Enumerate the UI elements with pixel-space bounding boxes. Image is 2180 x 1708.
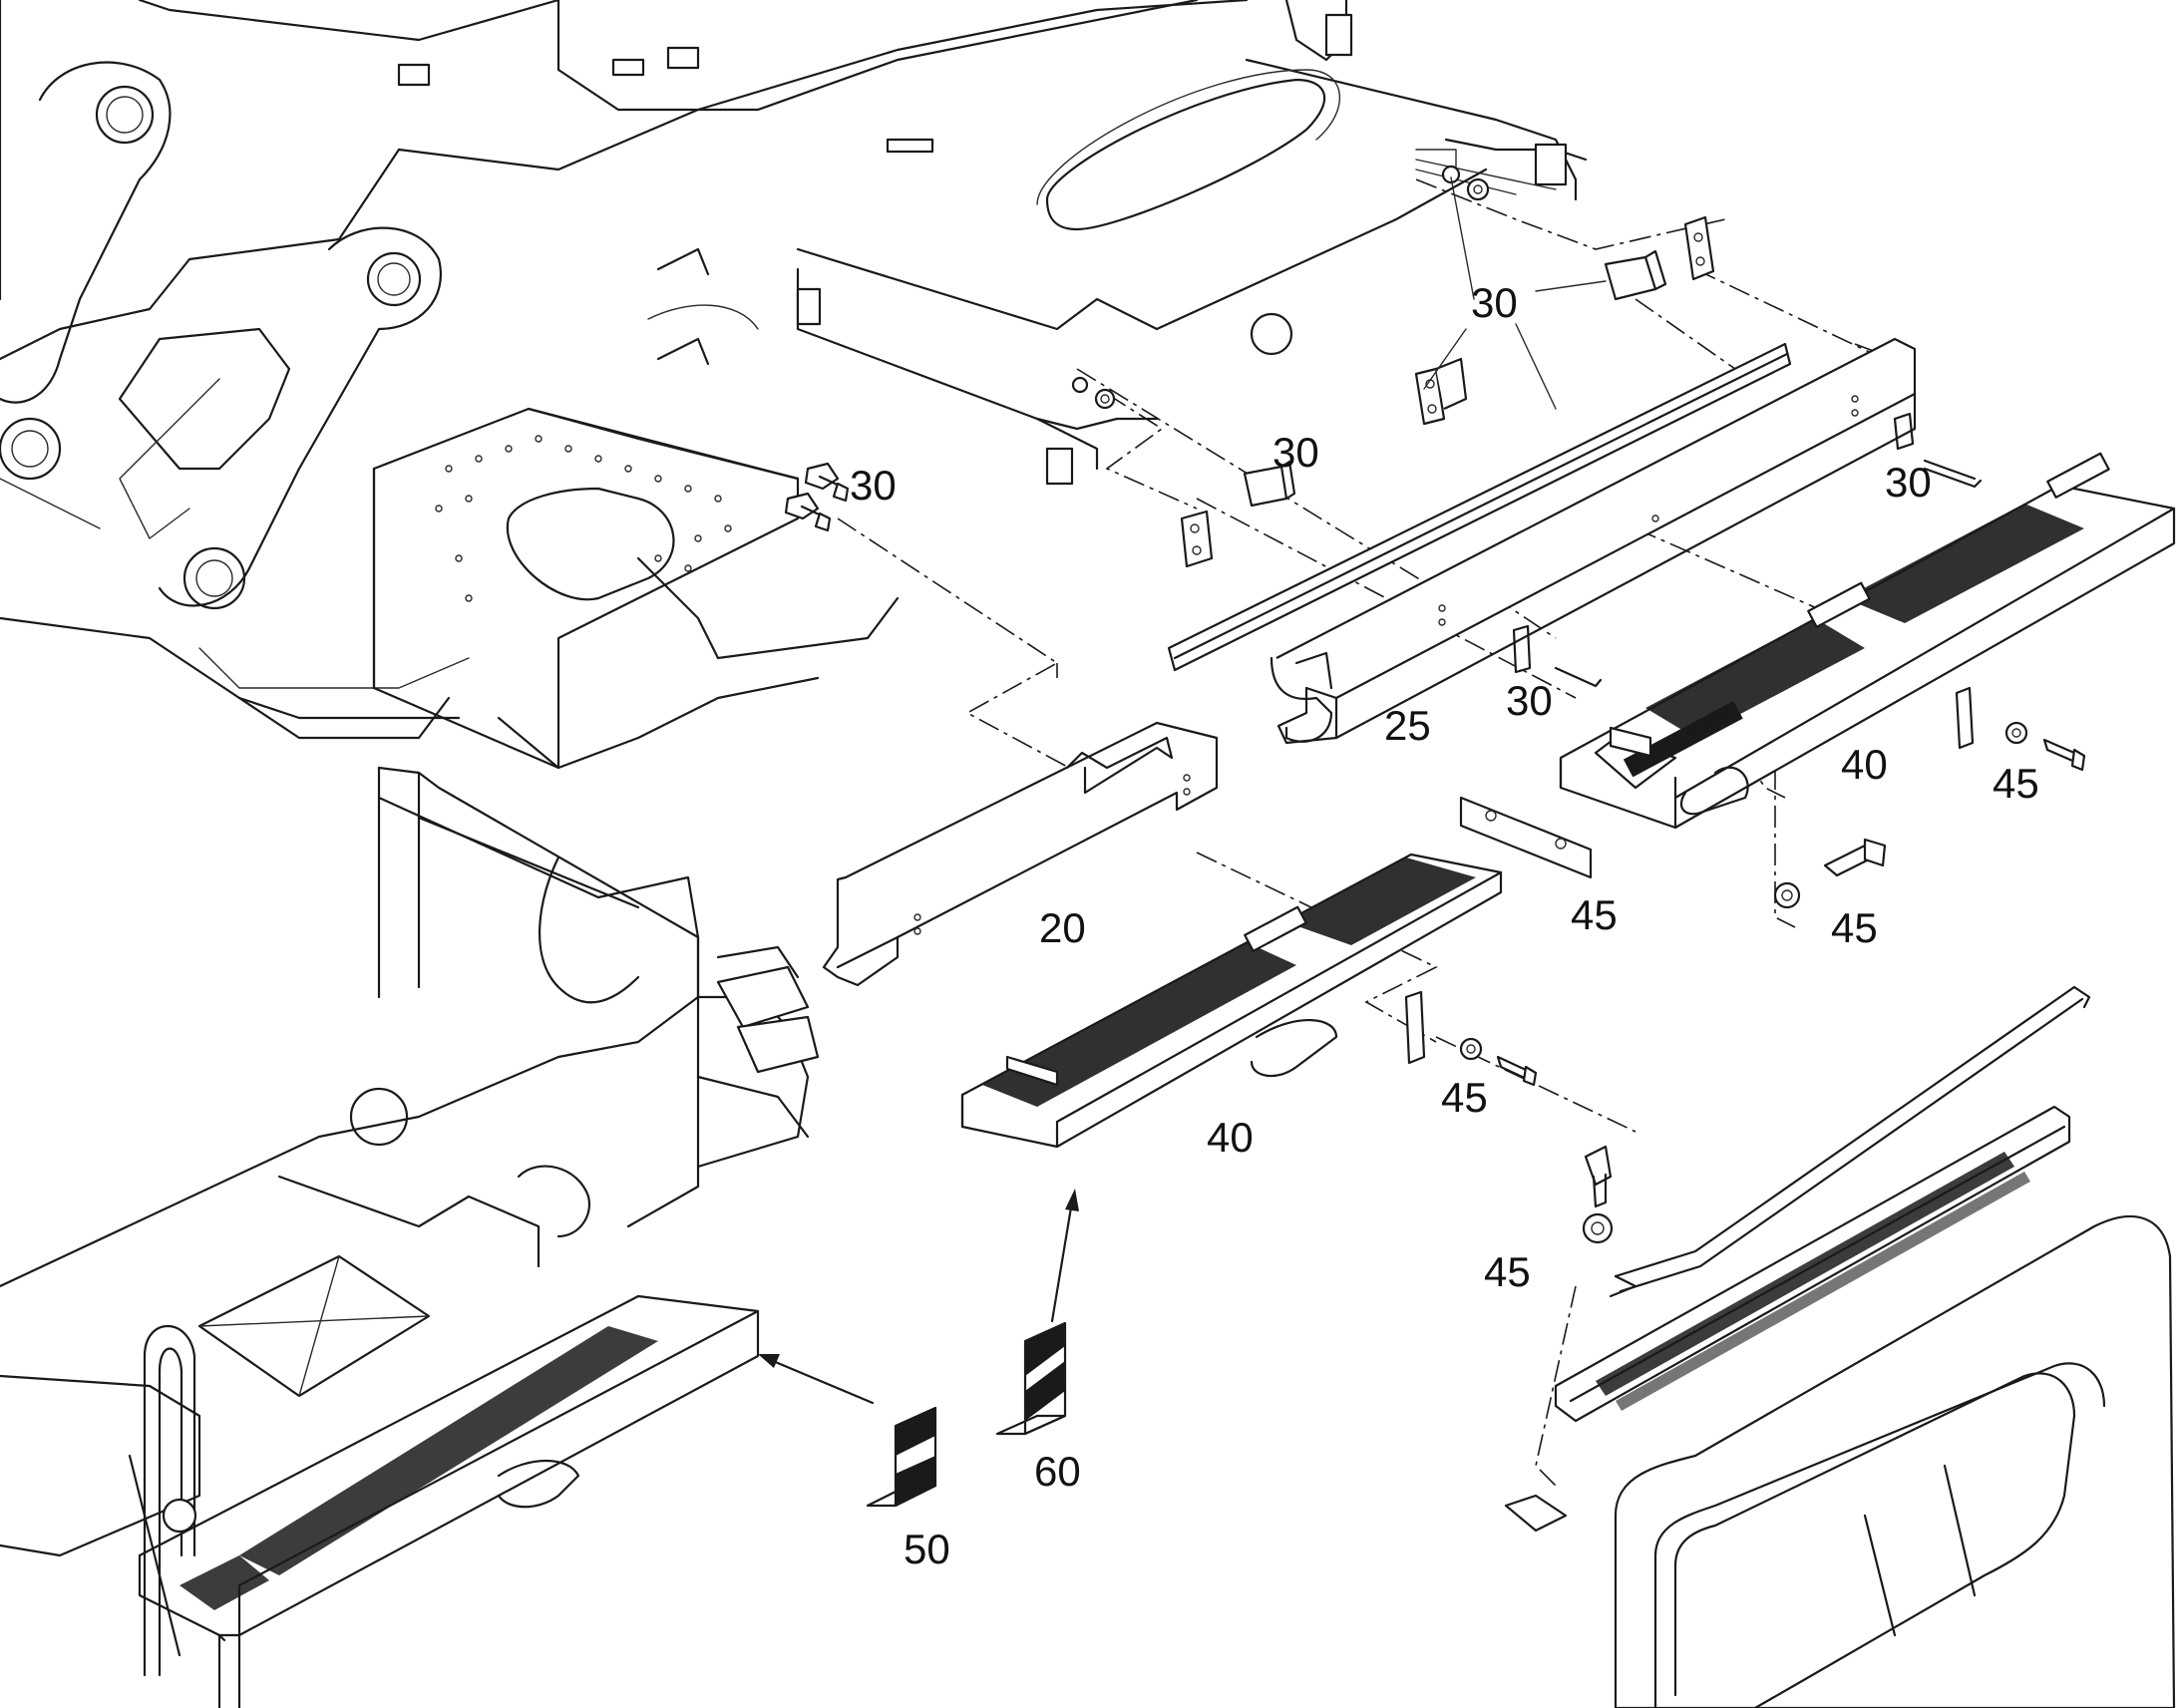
part-20-angle xyxy=(822,721,1219,987)
callout-50: 50 xyxy=(904,1526,950,1572)
callout-30-top: 30 xyxy=(1471,279,1518,326)
leader-lines xyxy=(1423,176,1607,410)
step-40-lower xyxy=(960,853,1503,1149)
callout-25: 25 xyxy=(1384,702,1431,749)
callout-45-lower: 45 xyxy=(1441,1074,1488,1121)
upper-fasteners xyxy=(1071,165,1983,688)
callout-labels: 30 30 30 30 30 25 40 45 45 45 20 45 40 4… xyxy=(850,279,2039,1572)
callout-20: 20 xyxy=(1039,904,1086,951)
callout-30-middle: 30 xyxy=(1272,429,1319,476)
callout-45-right: 45 xyxy=(1993,760,2039,807)
callout-45-center: 45 xyxy=(1571,891,1618,938)
side-panel xyxy=(1614,1214,2176,1708)
callout-45-lower-right: 45 xyxy=(1831,904,1878,951)
decal-60 xyxy=(995,1321,1067,1436)
machine-frame xyxy=(0,0,1588,770)
decal-50 xyxy=(866,1406,937,1508)
deck-holes xyxy=(435,435,732,602)
callout-30-lower: 30 xyxy=(1506,677,1553,724)
callout-40-lower: 40 xyxy=(1207,1114,1254,1161)
callout-30-right: 30 xyxy=(1885,459,1932,506)
platform-assembly xyxy=(0,766,820,1708)
part-45-hardware xyxy=(1404,686,2086,1244)
handrail-and-grille xyxy=(1504,985,2091,1533)
callout-45-handrail: 45 xyxy=(1484,1248,1531,1295)
decal-arrows xyxy=(758,1189,1079,1405)
part-25-channel xyxy=(1167,337,1917,745)
callout-30-left: 30 xyxy=(850,462,897,509)
callout-40-upper: 40 xyxy=(1841,741,1888,788)
bolt-group-left xyxy=(784,462,850,532)
callout-60: 60 xyxy=(1034,1448,1081,1495)
step-40-upper xyxy=(1559,452,2176,830)
